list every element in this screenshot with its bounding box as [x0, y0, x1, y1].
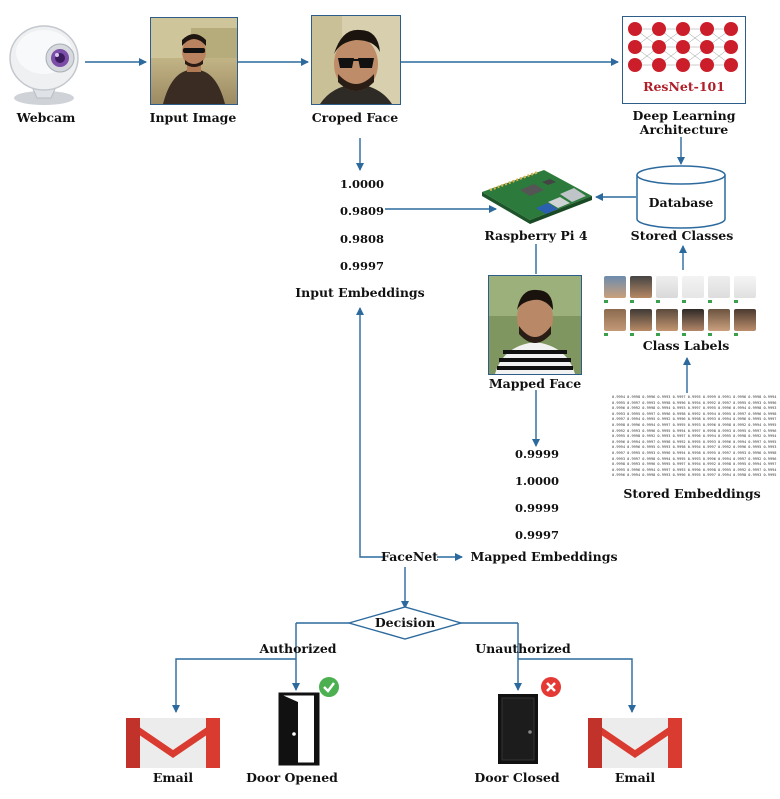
door-opened-icon: [278, 692, 320, 766]
authorized-label: Authorized: [259, 641, 337, 656]
email-right-label: Email: [614, 770, 656, 785]
door-opened-label: Door Opened: [246, 770, 338, 785]
webcam-label: Webcam: [16, 110, 76, 125]
arrow-to-email-right: [518, 658, 636, 713]
input-image-label: Input Image: [149, 110, 237, 125]
stored-classes-label: Stored Classes: [630, 228, 734, 243]
input-embedding-value: 0.9809: [340, 204, 385, 218]
decision-label: Decision: [374, 615, 436, 630]
croped-face-photo: [311, 15, 401, 105]
mapped-embeddings-label: Mapped Embeddings: [470, 549, 618, 564]
raspberry-pi-icon: [482, 170, 592, 224]
cross-icon: [541, 677, 561, 697]
stored-embeddings-table: 0.9994 0.9998 0.9996 0.9993 0.9997 0.999…: [612, 395, 777, 478]
database-icon: [636, 165, 726, 229]
unauthorized-label: Unauthorized: [475, 641, 571, 656]
architecture-label: Architecture: [639, 122, 729, 137]
raspberry-pi-label: Raspberry Pi 4: [484, 228, 588, 243]
class-labels-label: Class Labels: [642, 338, 730, 353]
gmail-icon: [126, 718, 220, 768]
arrow-facenet-to-input-embeddings: [356, 307, 383, 558]
gmail-icon: [588, 718, 682, 768]
mapped-embedding-value: 0.9997: [515, 528, 560, 542]
decision-diamond: [346, 606, 464, 640]
facenet-label: FaceNet: [381, 549, 439, 564]
neural-network-icon: [628, 22, 738, 72]
mapped-embedding-value: 0.9999: [515, 501, 560, 515]
deep-learning-label: Deep Learning: [632, 108, 736, 123]
mapped-embedding-value: 1.0000: [515, 474, 560, 488]
resnet-title: ResNet-101: [643, 79, 725, 94]
webcam-icon: [9, 25, 79, 105]
database-label: Database: [648, 195, 714, 210]
input-embedding-value: 0.9997: [340, 259, 385, 273]
mapped-face-photo: [488, 275, 582, 375]
check-icon: [319, 677, 339, 697]
mapped-face-label: Mapped Face: [488, 376, 582, 391]
class-label-thumbnails: [604, 276, 760, 336]
input-embedding-value: 0.9808: [340, 232, 385, 246]
door-closed-icon: [498, 694, 538, 764]
mapped-embedding-value: 0.9999: [515, 447, 560, 461]
email-left-label: Email: [152, 770, 194, 785]
arrow-to-email-left: [172, 658, 296, 713]
input-embeddings-label: Input Embeddings: [295, 285, 425, 300]
resnet-architecture-box: ResNet-101: [622, 16, 746, 104]
door-closed-label: Door Closed: [474, 770, 560, 785]
croped-face-label: Croped Face: [311, 110, 399, 125]
input-embedding-value: 1.0000: [340, 177, 385, 191]
input-image-photo: [150, 17, 238, 105]
stored-embeddings-label: Stored Embeddings: [623, 486, 761, 501]
